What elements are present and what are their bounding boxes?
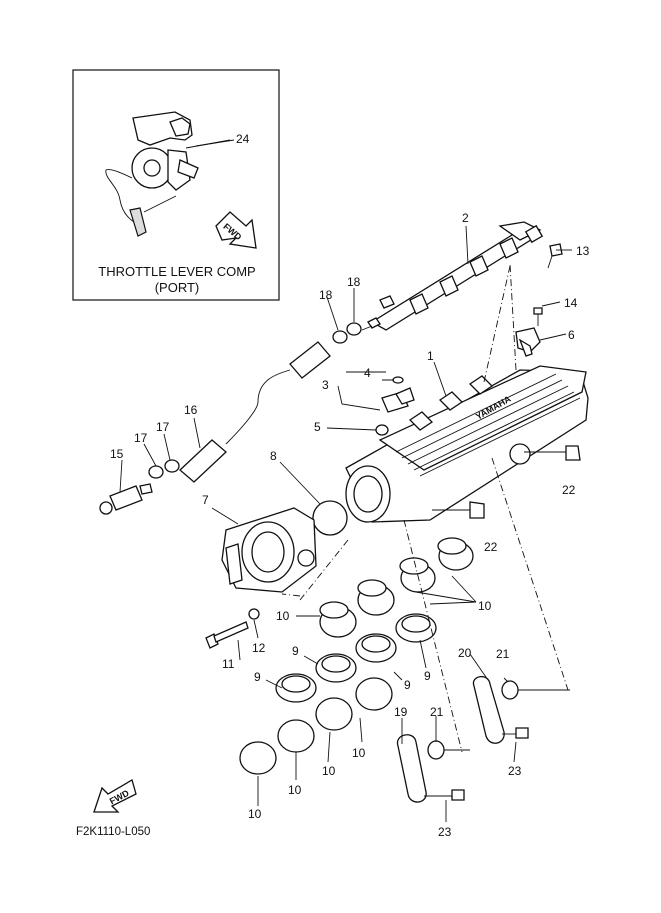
- drawing-code: F2K1110-L050: [76, 826, 150, 838]
- callout-7: 7: [202, 493, 209, 507]
- callout-4: 4: [364, 366, 371, 380]
- clamps-17: [148, 459, 180, 479]
- nuts-18: [332, 322, 362, 344]
- callout-3: 3: [322, 378, 329, 392]
- callout-5: 5: [314, 420, 321, 434]
- joints: [239, 537, 474, 775]
- callout-10: 10: [352, 746, 366, 760]
- hose-line: [225, 369, 291, 445]
- callout-22: 22: [562, 483, 576, 497]
- callout-20: 20: [458, 646, 472, 660]
- fuel-rail: [361, 221, 544, 331]
- callout-22: 22: [484, 540, 498, 554]
- callout-10: 10: [322, 764, 336, 778]
- main-fwd-arrow: FWD: [93, 779, 137, 813]
- intake-manifold: YAMAHA: [345, 365, 589, 523]
- callout-2: 2: [462, 211, 469, 225]
- callout-10: 10: [478, 599, 492, 613]
- callout-17: 17: [134, 431, 148, 445]
- sensor-6: [515, 327, 541, 357]
- callout-23: 23: [508, 764, 522, 778]
- screw-14: [533, 307, 543, 326]
- callout-6: 6: [568, 328, 575, 342]
- callout-17: 17: [156, 420, 170, 434]
- callout-15: 15: [110, 447, 124, 461]
- callout-1: 1: [427, 349, 434, 363]
- bolt-22-lower: [432, 501, 485, 519]
- bolt-13: [547, 243, 563, 269]
- hose-16: [179, 439, 227, 483]
- callout-11: 11: [222, 657, 235, 671]
- callouts: 24 2 13 18 18 14 6 1 4 3 5 16 17 17 15 8…: [110, 132, 590, 839]
- sensor-15: [99, 483, 153, 515]
- callout-9: 9: [424, 669, 431, 683]
- bolt-22-upper: [524, 445, 581, 461]
- inset-throttle-lever: FWD THROTTLE LEVER COMP (PORT): [72, 69, 280, 301]
- callout-9: 9: [404, 678, 411, 692]
- callout-9: 9: [292, 644, 299, 658]
- callout-8: 8: [270, 449, 277, 463]
- callout-10: 10: [288, 783, 302, 797]
- callout-18: 18: [319, 288, 333, 302]
- callout-10: 10: [248, 807, 262, 821]
- callout-12: 12: [252, 641, 266, 655]
- callout-10: 10: [276, 609, 290, 623]
- callout-23: 23: [438, 825, 452, 839]
- throttle-lever-comp: [105, 111, 231, 237]
- callout-19: 19: [394, 705, 408, 719]
- inset-fwd-arrow: FWD: [215, 211, 257, 249]
- callout-14: 14: [564, 296, 578, 310]
- throttle-body-7: [221, 507, 317, 593]
- inset-title-line2: (PORT): [155, 280, 200, 295]
- callout-13: 13: [576, 244, 590, 258]
- callout-16: 16: [184, 403, 198, 417]
- leader-lines: [119, 139, 572, 822]
- o-ring-8: [312, 500, 348, 536]
- hose-upper: [289, 341, 331, 379]
- assembly-lines: [281, 263, 569, 753]
- plate-19: [396, 734, 470, 803]
- callout-21: 21: [496, 647, 510, 661]
- inset-title-line1: THROTTLE LEVER COMP: [98, 264, 255, 279]
- callout-18: 18: [347, 275, 361, 289]
- plate-20: [472, 676, 570, 744]
- callout-21: 21: [430, 705, 444, 719]
- bolt-11: [205, 621, 249, 649]
- callout-24: 24: [236, 132, 250, 146]
- washer-12: [248, 608, 260, 620]
- callout-9: 9: [254, 670, 261, 684]
